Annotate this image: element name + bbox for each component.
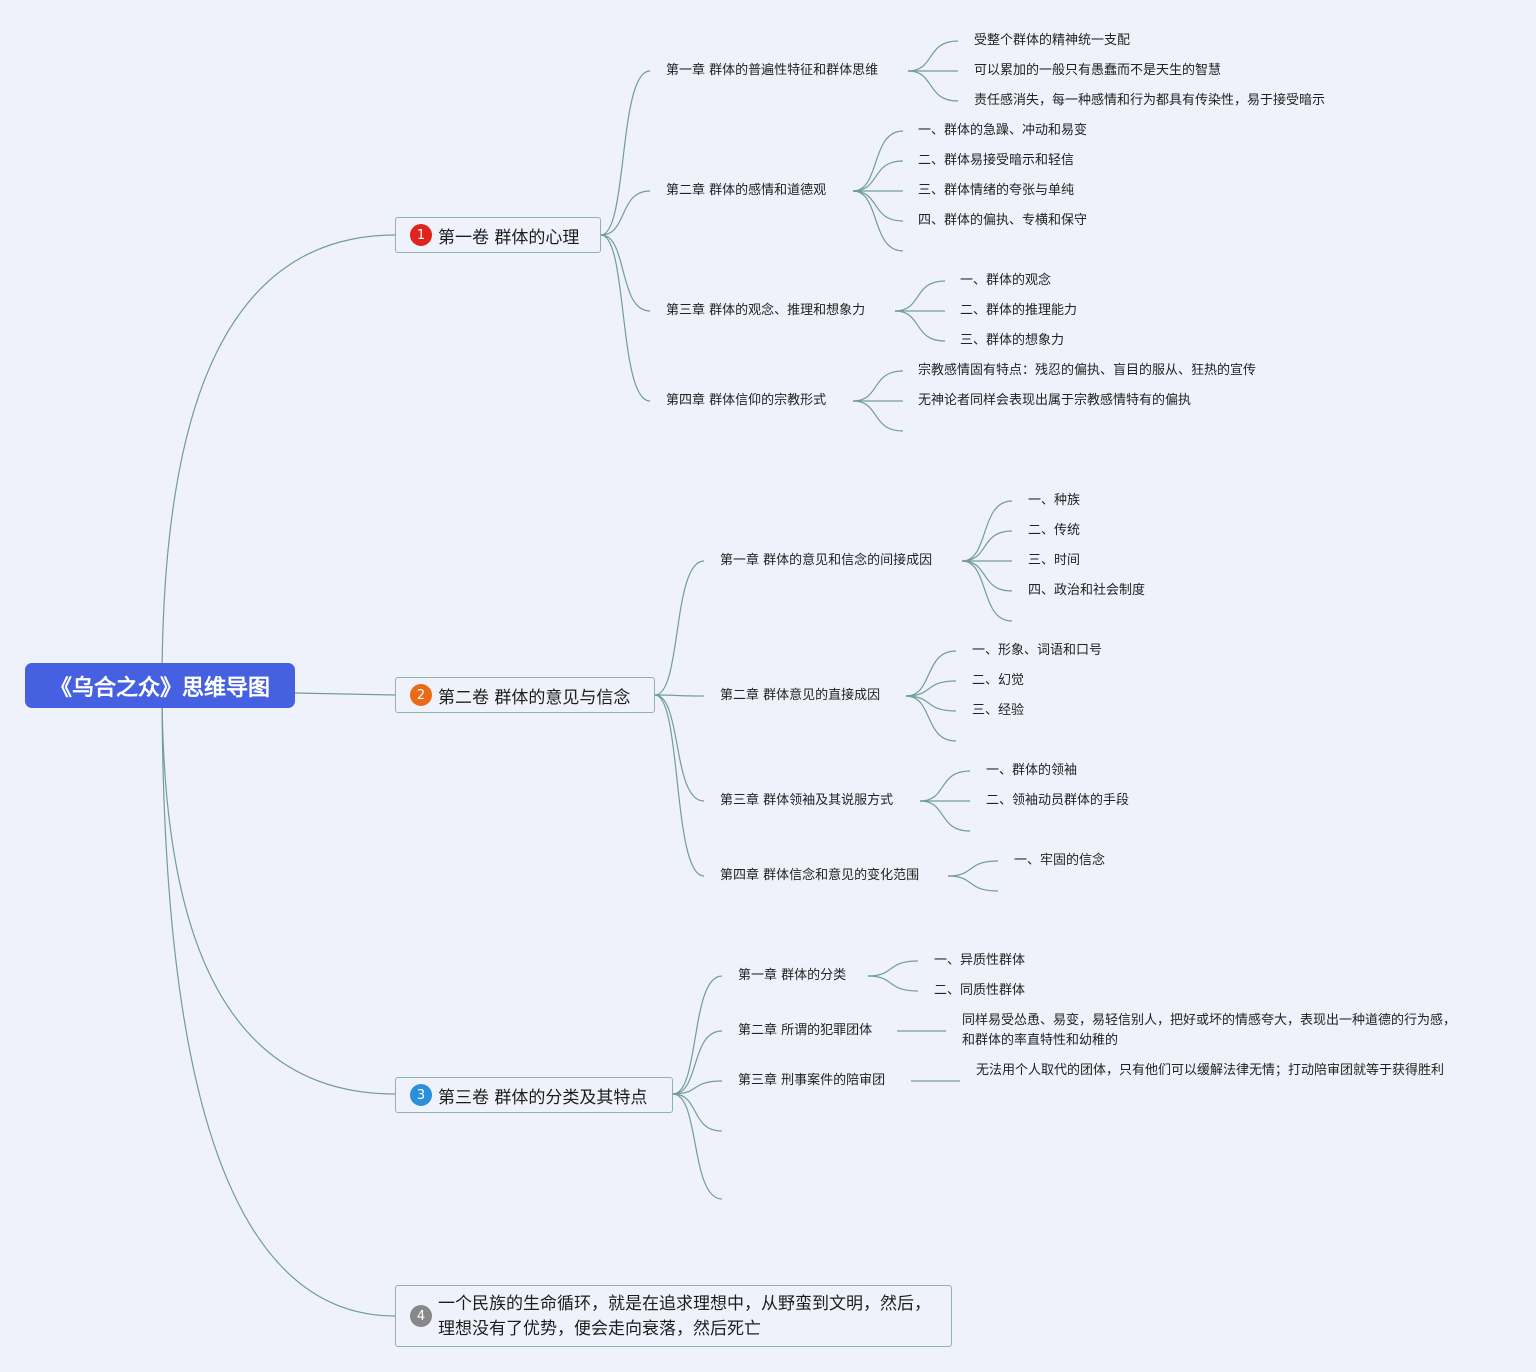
chapter-node[interactable]: 第四章 群体信念和意见的变化范围 <box>720 868 920 883</box>
connector-line <box>947 875 999 892</box>
leaf-node[interactable]: 四、群体的偏执、专横和保守 <box>918 213 1088 228</box>
chapter-node[interactable]: 第一章 群体的意见和信念的间接成因 <box>720 553 933 568</box>
volume-3-label: 第三卷 群体的分类及其特点 <box>438 1087 648 1108</box>
connector-line <box>672 1093 723 1132</box>
leaf-node[interactable]: 一、群体的观念 <box>960 273 1052 288</box>
connector-line <box>961 500 1013 562</box>
connector-line <box>294 692 396 696</box>
connector-line <box>161 685 396 1317</box>
connector-line <box>961 560 1013 622</box>
number-badge-1: 1 <box>410 224 432 246</box>
connector-line <box>600 70 651 236</box>
chapter-node[interactable]: 第一章 群体的分类 <box>738 968 847 983</box>
connector-line <box>947 860 999 877</box>
leaf-node[interactable]: 一、牢固的信念 <box>1014 853 1106 868</box>
leaf-node[interactable]: 无法用个人取代的团体，只有他们可以缓解法律无情；打动陪审团就等于获得胜利 <box>976 1063 1445 1078</box>
volume-3-node[interactable]: 3 第三卷 群体的分类及其特点 <box>395 1077 673 1113</box>
leaf-node[interactable]: 三、群体的想象力 <box>960 333 1065 348</box>
connector-line <box>907 70 959 102</box>
leaf-node[interactable]: 宗教感情固有特点：残忍的偏执、盲目的服从、狂热的宣传 <box>918 363 1257 378</box>
leaf-node[interactable]: 一、群体的领袖 <box>986 763 1078 778</box>
leaf-node[interactable]: 四、政治和社会制度 <box>1028 583 1146 598</box>
connector-line <box>961 530 1013 562</box>
connector-line <box>600 234 651 312</box>
chapter-node[interactable]: 第二章 所谓的犯罪团体 <box>738 1023 873 1038</box>
connector-line <box>852 160 904 192</box>
connector-line <box>867 960 919 977</box>
connector-line <box>919 800 971 832</box>
leaf-node[interactable]: 同样易受怂恿、易变，易轻信别人，把好或坏的情感夸大，表现出一种道德的行为感，和群… <box>962 1013 1457 1048</box>
number-badge-2: 2 <box>410 684 432 706</box>
volume-1-label: 第一卷 群体的心理 <box>438 227 580 248</box>
chapter-node[interactable]: 第三章 群体的观念、推理和想象力 <box>666 303 866 318</box>
connector-line <box>905 680 957 697</box>
connector-line <box>852 190 904 222</box>
connector-line <box>672 975 723 1095</box>
leaf-node[interactable]: 一、形象、词语和口号 <box>972 643 1103 658</box>
leaf-node[interactable]: 三、时间 <box>1028 553 1081 568</box>
connector-line <box>654 694 705 697</box>
connector-line <box>161 685 396 1095</box>
connector-line <box>654 694 705 802</box>
connector-line <box>894 280 946 312</box>
connector-line <box>672 1030 723 1095</box>
leaf-node[interactable]: 二、传统 <box>1028 523 1081 538</box>
leaf-node[interactable]: 二、幻觉 <box>972 673 1025 688</box>
connector-line <box>852 130 904 192</box>
leaf-node[interactable]: 三、经验 <box>972 703 1025 718</box>
leaf-node[interactable]: 受整个群体的精神统一支配 <box>974 33 1131 48</box>
connector-line <box>161 234 396 687</box>
chapter-node[interactable]: 第三章 刑事案件的陪审团 <box>738 1073 886 1088</box>
connector-line <box>905 695 957 712</box>
connector-line <box>852 370 904 402</box>
leaf-node[interactable]: 可以累加的一般只有愚蠢而不是天生的智慧 <box>974 63 1222 78</box>
chapter-node[interactable]: 第二章 群体意见的直接成因 <box>720 688 881 703</box>
leaf-node[interactable]: 二、同质性群体 <box>934 983 1026 998</box>
connector-line <box>905 650 957 697</box>
leaf-node[interactable]: 三、群体情绪的夸张与单纯 <box>918 183 1075 198</box>
connector-line <box>654 694 705 877</box>
leaf-node[interactable]: 无神论者同样会表现出属于宗教感情特有的偏执 <box>918 393 1192 408</box>
connector-line <box>907 40 959 72</box>
number-badge-3: 3 <box>410 1084 432 1106</box>
connector-line <box>852 400 904 432</box>
volume-2-node[interactable]: 2 第二卷 群体的意见与信念 <box>395 677 655 713</box>
connector-line <box>672 1080 723 1095</box>
connector-line <box>905 695 957 742</box>
leaf-node[interactable]: 一、群体的急躁、冲动和易变 <box>918 123 1088 138</box>
root-node-title[interactable]: 《乌合之众》思维导图 <box>25 663 295 708</box>
chapter-node[interactable]: 第二章 群体的感情和道德观 <box>666 183 827 198</box>
leaf-node[interactable]: 一、种族 <box>1028 493 1081 508</box>
chapter-node[interactable]: 第三章 群体领袖及其说服方式 <box>720 793 894 808</box>
leaf-node[interactable]: 一、异质性群体 <box>934 953 1026 968</box>
connector-line <box>867 975 919 992</box>
connector-line <box>919 770 971 802</box>
volume-4-label: 一个民族的生命循环，就是在追求理想中，从野蛮到文明，然后，理想没有了优势，便会走… <box>438 1294 931 1339</box>
leaf-node[interactable]: 二、群体的推理能力 <box>960 303 1078 318</box>
leaf-node[interactable]: 二、群体易接受暗示和轻信 <box>918 153 1075 168</box>
volume-1-node[interactable]: 1 第一卷 群体的心理 <box>395 217 601 253</box>
connector-line <box>894 310 946 342</box>
volume-4-node[interactable]: 4 一个民族的生命循环，就是在追求理想中，从野蛮到文明，然后，理想没有了优势，便… <box>395 1285 952 1347</box>
connector-line <box>672 1093 723 1200</box>
chapter-node[interactable]: 第四章 群体信仰的宗教形式 <box>666 393 827 408</box>
leaf-node[interactable]: 二、领袖动员群体的手段 <box>986 793 1130 808</box>
leaf-node[interactable]: 责任感消失，每一种感情和行为都具有传染性，易于接受暗示 <box>974 93 1326 108</box>
volume-2-label: 第二卷 群体的意见与信念 <box>438 687 631 708</box>
connector-line <box>961 560 1013 592</box>
connector-line <box>600 234 651 402</box>
number-badge-4: 4 <box>410 1305 432 1327</box>
connector-line <box>852 190 904 252</box>
connector-line <box>600 190 651 236</box>
connector-line <box>654 560 705 696</box>
chapter-node[interactable]: 第一章 群体的普遍性特征和群体思维 <box>666 63 879 78</box>
